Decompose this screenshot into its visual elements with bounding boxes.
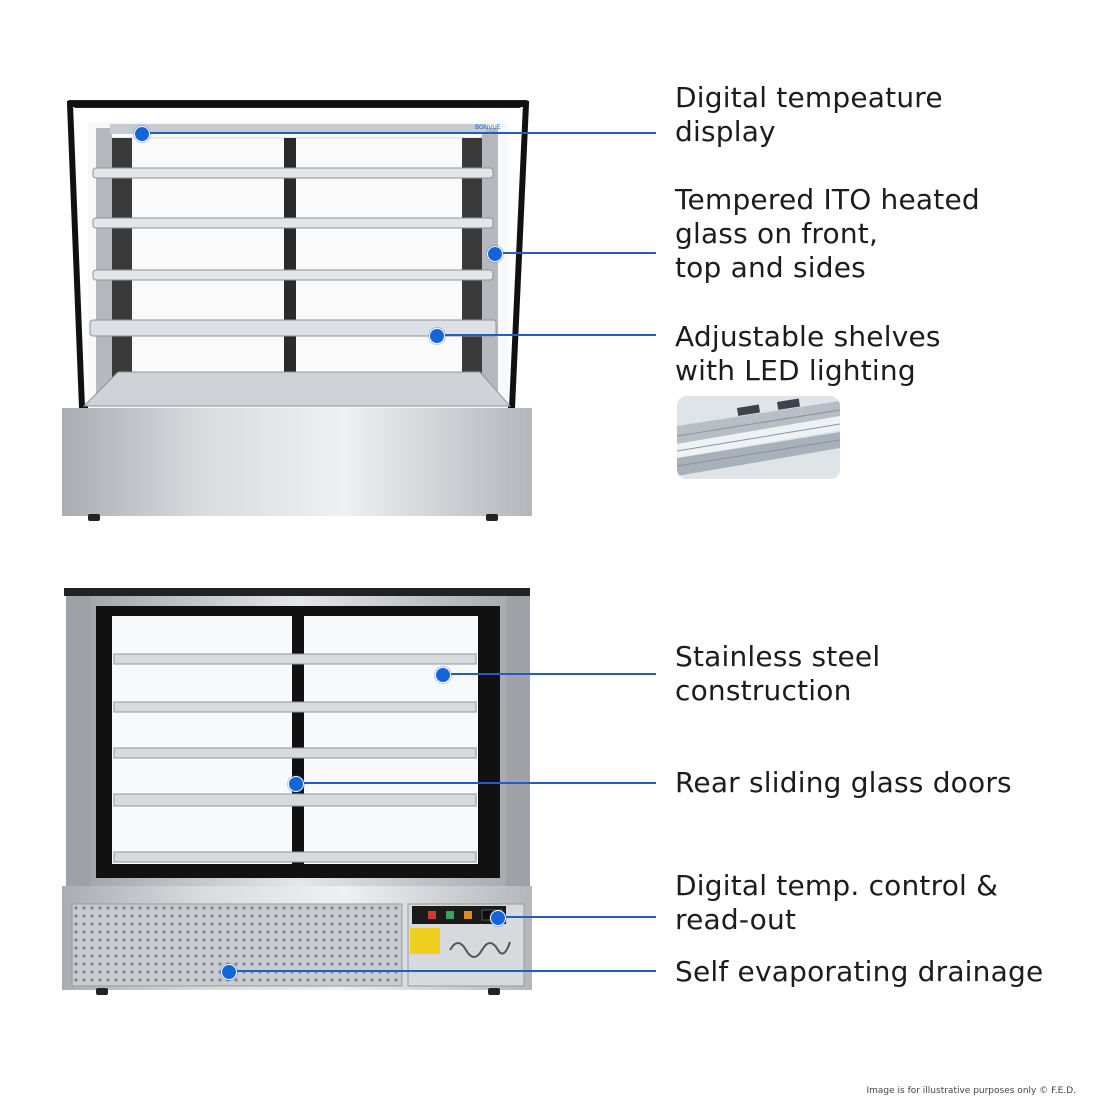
callout-heated-glass: Tempered ITO heated glass on front, top … [675,183,980,284]
rear-shelves [113,653,477,863]
callout-sliding-doors: Rear sliding glass doors [675,766,1012,799]
leader-line-3 [436,334,656,336]
leader-line-4 [442,673,656,675]
callout-dot-6 [490,910,506,926]
leader-line-7 [228,970,656,972]
led-shelf-inset-image [677,396,840,479]
illustrative-disclaimer: Image is for illustrative purposes only … [866,1086,1076,1096]
callout-temperature-display: Digital tempeature display [675,81,943,148]
callout-dot-1 [134,126,150,142]
callout-adjustable-shelves: Adjustable shelves with LED lighting [675,320,941,387]
front-shelves [82,167,512,407]
leader-line-2 [494,252,656,254]
callout-dot-5 [288,776,304,792]
callout-stainless-steel: Stainless steel construction [675,640,881,707]
leader-line-1 [141,132,656,134]
leader-line-6 [497,916,656,918]
brand-mark: BONVUE [475,124,501,131]
callout-dot-7 [221,964,237,980]
callout-dot-4 [435,667,451,683]
callout-drainage: Self evaporating drainage [675,955,1044,988]
callout-dot-2 [487,246,503,262]
leader-line-5 [295,782,656,784]
callout-dot-3 [429,328,445,344]
callout-temp-control: Digital temp. control & read-out [675,869,999,936]
vent-grille [71,903,403,987]
